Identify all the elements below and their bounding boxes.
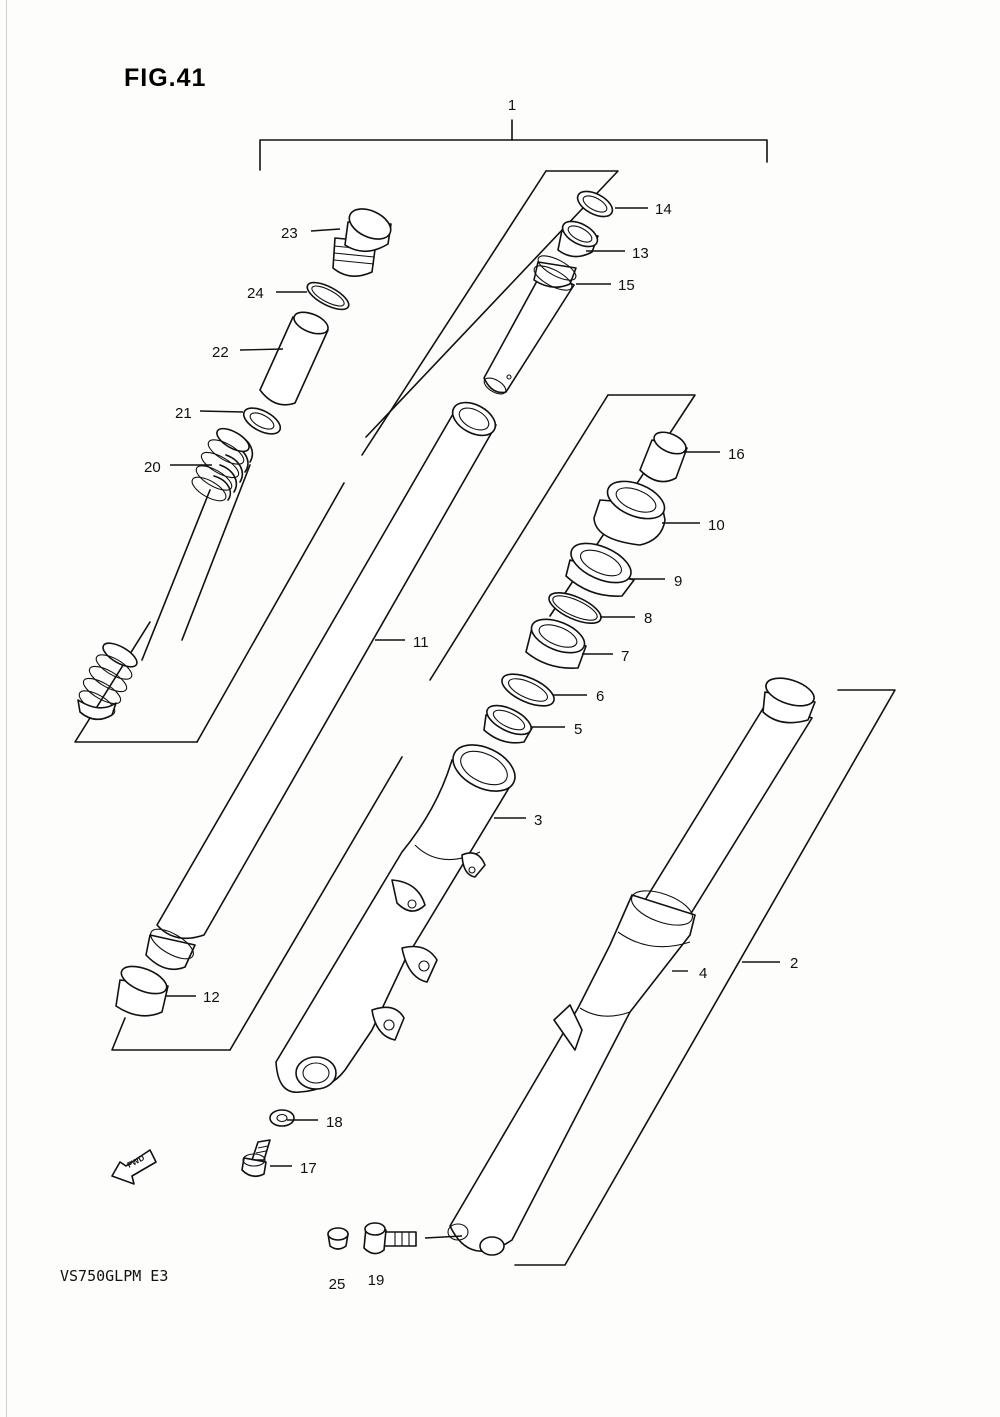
leader-lines (165, 207, 780, 1167)
group-frame-inner-tube (111, 394, 696, 1051)
part-number-24: 24 (247, 285, 264, 302)
part-number-11: 11 (413, 634, 429, 651)
part-piston-ring (576, 190, 614, 218)
part-number-labels: 1 2 3 4 5 6 7 8 9 10 11 12 13 14 15 16 1… (144, 97, 798, 1293)
part-number-2: 2 (790, 955, 798, 972)
part-cap-bolt (332, 208, 392, 277)
part-bolt (241, 1139, 271, 1178)
part-damper-rod (483, 220, 599, 395)
part-number-6: 6 (596, 688, 604, 705)
part-axle-bolt (363, 1222, 463, 1255)
part-number-18: 18 (326, 1114, 343, 1131)
part-guide (639, 431, 688, 483)
part-fork-leg (447, 677, 816, 1256)
group-frame-fork-leg (514, 689, 896, 1266)
part-washer (501, 673, 555, 707)
part-fork-spring (77, 427, 254, 721)
part-outer-bush (525, 618, 587, 669)
part-oil-seal (565, 542, 635, 597)
model-code: VS750GLPM E3 (60, 1267, 169, 1285)
part-number-4: 4 (699, 965, 707, 982)
part-stopper-ring (548, 592, 602, 624)
part-number-8: 8 (644, 610, 652, 627)
part-number-20: 20 (144, 459, 161, 476)
part-number-13: 13 (632, 245, 649, 262)
part-number-19: 19 (368, 1272, 385, 1289)
part-number-22: 22 (212, 344, 229, 361)
part-cap (327, 1227, 349, 1250)
part-dust-seal (593, 480, 666, 546)
part-number-15: 15 (618, 277, 635, 294)
part-number-9: 9 (674, 573, 682, 590)
part-number-16: 16 (728, 446, 745, 463)
part-inner-tube (145, 401, 497, 971)
part-number-10: 10 (708, 517, 725, 534)
part-slide-bush (115, 965, 169, 1017)
part-gasket (269, 1109, 295, 1127)
part-spacer (259, 311, 329, 406)
part-oil-lock-piece (483, 704, 533, 744)
part-spring-seat (242, 407, 282, 435)
part-number-23: 23 (281, 225, 298, 242)
part-number-17: 17 (300, 1160, 317, 1177)
part-number-1: 1 (508, 97, 516, 114)
part-number-14: 14 (655, 201, 672, 218)
part-number-12: 12 (203, 989, 220, 1006)
part-number-7: 7 (621, 648, 629, 665)
figure-title: FIG.41 (124, 64, 207, 92)
part-o-ring (306, 281, 350, 311)
part-number-21: 21 (175, 405, 192, 422)
part-number-5: 5 (574, 721, 582, 738)
assembly-bracket (259, 119, 768, 171)
part-number-3: 3 (534, 812, 542, 829)
part-outer-tube (275, 744, 516, 1093)
fwd-arrow-icon: FWD (111, 1149, 157, 1185)
part-number-25: 25 (329, 1276, 346, 1293)
